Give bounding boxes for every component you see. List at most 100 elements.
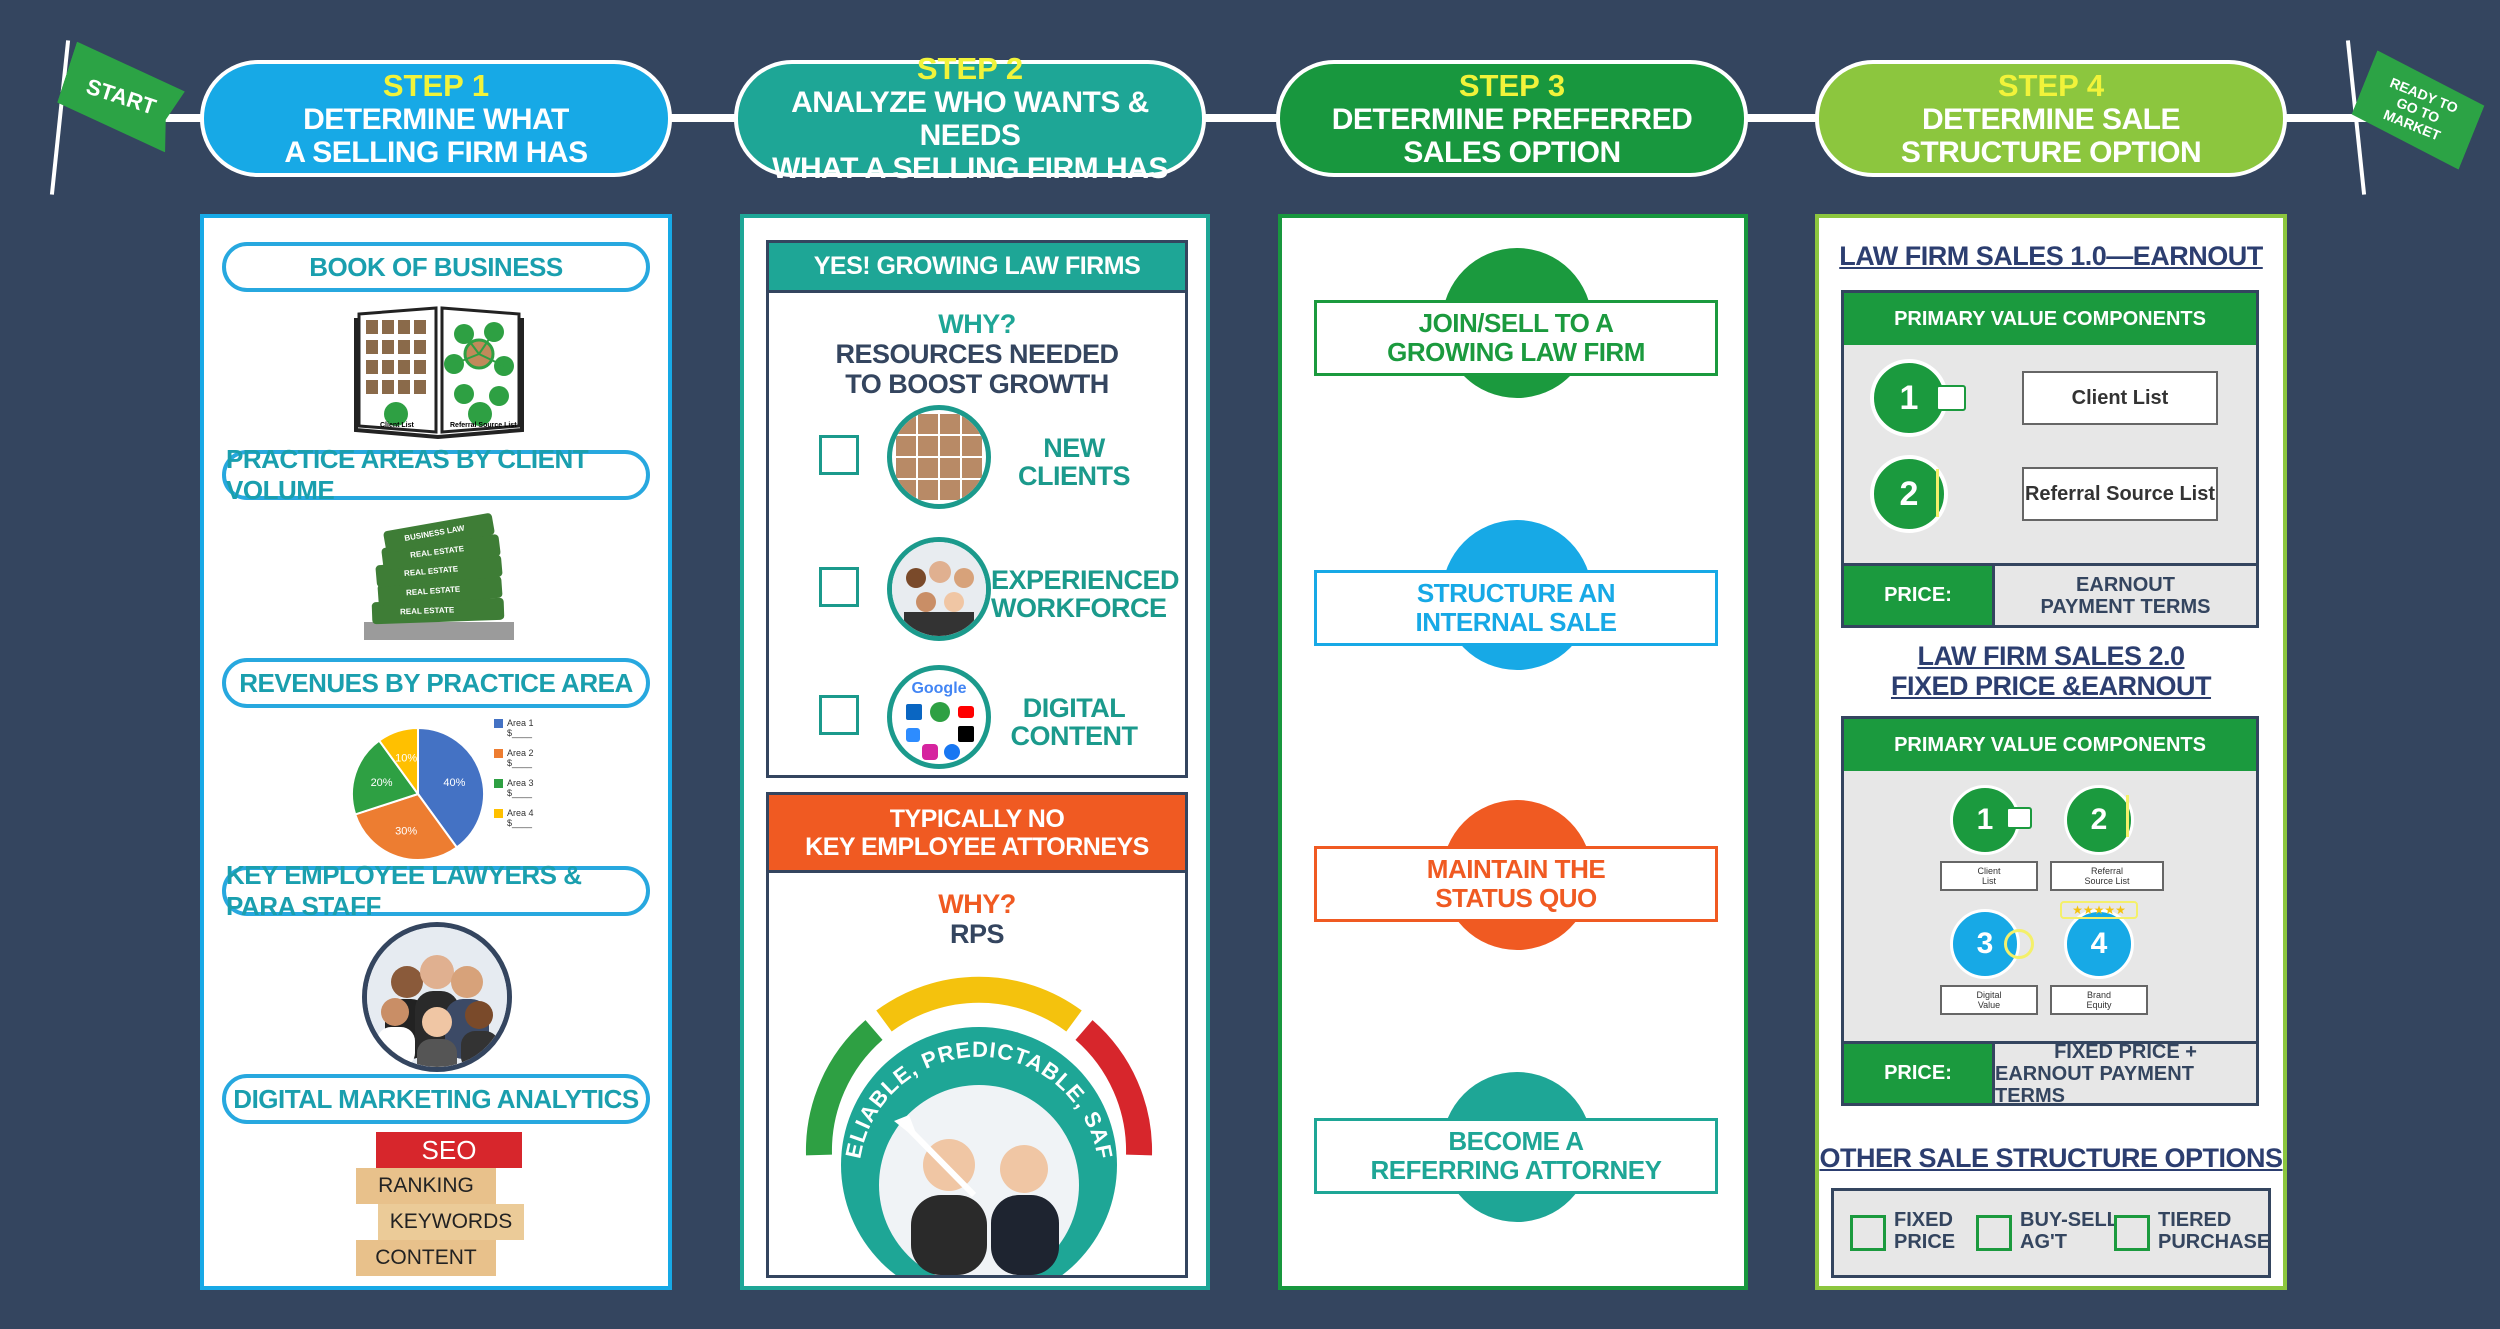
books-stack-illustration: REAL ESTATE REAL ESTATE REAL ESTATE REAL… (364, 512, 514, 644)
pie-slice (377, 726, 419, 798)
workforce-label-1: EXPERIENCED (991, 565, 1180, 595)
new-clients-checkbox[interactable] (819, 435, 859, 475)
banner2-line1: TYPICALLY NO (889, 804, 1065, 833)
sales-2-price-line1: FIXED PRICE + (2054, 1040, 2197, 1063)
legend-swatch (494, 719, 503, 728)
start-flag: START (40, 40, 180, 200)
referral-network-icon (1936, 469, 1970, 517)
legend-swatch (494, 809, 503, 818)
sales-2-panel: PRIMARY VALUE COMPONENTS 1 Client List 2… (1841, 716, 2259, 1107)
growing-firms-panel: YES! GROWING LAW FIRMS WHY? RESOURCES NE… (766, 240, 1188, 778)
globe-icon (930, 702, 950, 722)
pie-slice (353, 792, 459, 861)
instagram-icon (922, 744, 938, 760)
sales-2-title-line2: FIXED PRICE &EARNOUT (1890, 671, 2212, 701)
tiered-purchase-line2: PURCHASE (2158, 1231, 2271, 1253)
pie-slice-label: 40% (443, 777, 465, 789)
social-media-icon: Google (887, 665, 991, 769)
fixed-price-checkbox[interactable] (1850, 1215, 1886, 1251)
option-4-line2: REFERRING ATTORNEY (1370, 1155, 1662, 1185)
digital-content-checkbox[interactable] (819, 695, 859, 735)
google-logo: Google (911, 680, 967, 697)
reason-line-2: TO BOOST GROWTH (845, 369, 1109, 399)
youtube-icon (958, 706, 974, 718)
seo-block: SEO (376, 1132, 522, 1168)
fixed-price-line1: FIXED (1894, 1209, 1953, 1231)
rps-gauge: RELIABLE, PREDICTABLE, SAFE (799, 955, 1153, 1275)
legend-label: Area 1$____ (507, 718, 534, 738)
sales-1-title: LAW FIRM SALES 1.0—EARNOUT (1839, 241, 2263, 271)
step-4-label: STEP 4 (1997, 67, 2105, 103)
pie-slice-label: 10% (395, 753, 417, 765)
legend-label: Area 2$____ (507, 748, 534, 768)
pie-legend: Area 1$____Area 2$____Area 3$____Area 4$… (494, 718, 554, 838)
sales-1-primary-header: PRIMARY VALUE COMPONENTS (1844, 293, 2256, 345)
fixed-price-line2: PRICE (1894, 1231, 1956, 1253)
why-label-2: WHY? (938, 889, 1016, 919)
pie-legend-item: Area 4$____ (494, 808, 554, 828)
buy-sell-line2: AG'T (2020, 1231, 2067, 1253)
facebook-icon (944, 744, 960, 760)
step-4-column: LAW FIRM SALES 1.0—EARNOUT PRIMARY VALUE… (1815, 214, 2287, 1290)
sales-1-item-2-number: 2 (1870, 455, 1948, 533)
ranking-block: RANKING (356, 1168, 496, 1204)
step-3-label: STEP 3 (1458, 67, 1566, 103)
sales-2-item-4-label: Brand Equity (2050, 985, 2148, 1015)
step-1-label: STEP 1 (382, 67, 490, 103)
practice-areas-header: PRACTICE AREAS BY CLIENT VOLUME (222, 444, 650, 505)
team-photo (362, 922, 512, 1072)
option-2-line1: STRUCTURE AN (1416, 578, 1616, 608)
pie-slice (417, 726, 485, 849)
sales-1-price-value: EARNOUT PAYMENT TERMS (1992, 566, 2256, 625)
sales-2-item-3-line1: Digital (1976, 990, 2002, 1000)
no-key-employees-panel: TYPICALLY NO KEY EMPLOYEE ATTORNEYS WHY?… (766, 792, 1188, 1278)
tiered-purchase-checkbox[interactable] (2114, 1215, 2150, 1251)
option-1-line1: JOIN/SELL TO A (1418, 308, 1614, 338)
buy-sell-line1: BUY-SELL (2020, 1209, 2119, 1231)
option-1-line2: GROWING LAW FIRM (1387, 337, 1645, 367)
other-options-title: OTHER SALE STRUCTURE OPTIONS (1819, 1143, 2283, 1173)
sales-2-item-3-line2: Value (1977, 1000, 2001, 1010)
pie-legend-item: Area 2$____ (494, 748, 554, 768)
legend-swatch (494, 779, 503, 788)
sales-2-primary-header: PRIMARY VALUE COMPONENTS (1844, 719, 2256, 771)
sales-1-item-2-label: Referral Source List (2022, 467, 2218, 521)
digital-content-label-2: CONTENT (1010, 721, 1139, 751)
sales-1-panel: PRIMARY VALUE COMPONENTS 1 Client List 2… (1841, 290, 2259, 628)
sales-1-price-line1: EARNOUT (2076, 573, 2175, 596)
sales-2-item-3-label: Digital Value (1940, 985, 2038, 1015)
rps-label: RPS (949, 919, 1005, 949)
buy-sell-checkbox[interactable] (1976, 1215, 2012, 1251)
sales-1-item-1-number: 1 (1870, 359, 1948, 437)
client-list-icon (2006, 807, 2032, 829)
step-1-header: STEP 1 DETERMINE WHAT A SELLING FIRM HAS (200, 60, 672, 177)
new-clients-label-2: CLIENTS (1017, 461, 1131, 491)
revenues-header: REVENUES BY PRACTICE AREA (222, 658, 650, 708)
start-flag-label: START (83, 73, 160, 120)
sales-2-item-4-line2: Equity (2086, 1000, 2112, 1010)
pie-slice (351, 739, 420, 816)
finish-flag-label: READY TO GO TO MARKET (2381, 74, 2461, 144)
experienced-workforce-checkbox[interactable] (819, 567, 859, 607)
clients-photo-icon (887, 405, 991, 509)
workforce-label-2: WORKFORCE (991, 593, 1167, 623)
step-2-title-line2: WHAT A SELLING FIRM HAS (772, 152, 1168, 185)
tiered-purchase-label: TIERED PURCHASE (2158, 1209, 2270, 1253)
pie-slice-label: 30% (395, 825, 417, 837)
referral-network-icon (2126, 795, 2152, 837)
x-icon (958, 726, 974, 742)
sales-2-item-2-line2: Source List (2084, 876, 2130, 886)
step-2-label: STEP 2 (916, 51, 1024, 86)
pie-slice-label: 20% (371, 777, 393, 789)
step-4-title-line1: DETERMINE SALE (1921, 102, 2181, 136)
sales-2-price-line2: EARNOUT PAYMENT TERMS (1995, 1062, 2194, 1107)
sales-1-price-row: PRICE: EARNOUT PAYMENT TERMS (1844, 563, 2256, 625)
legend-label: Area 4$____ (507, 808, 534, 828)
step-1-title-line1: DETERMINE WHAT (303, 102, 569, 136)
sales-2-item-4-number: 4 (2064, 909, 2134, 979)
sales-1-price-label: PRICE: (1844, 566, 1992, 625)
